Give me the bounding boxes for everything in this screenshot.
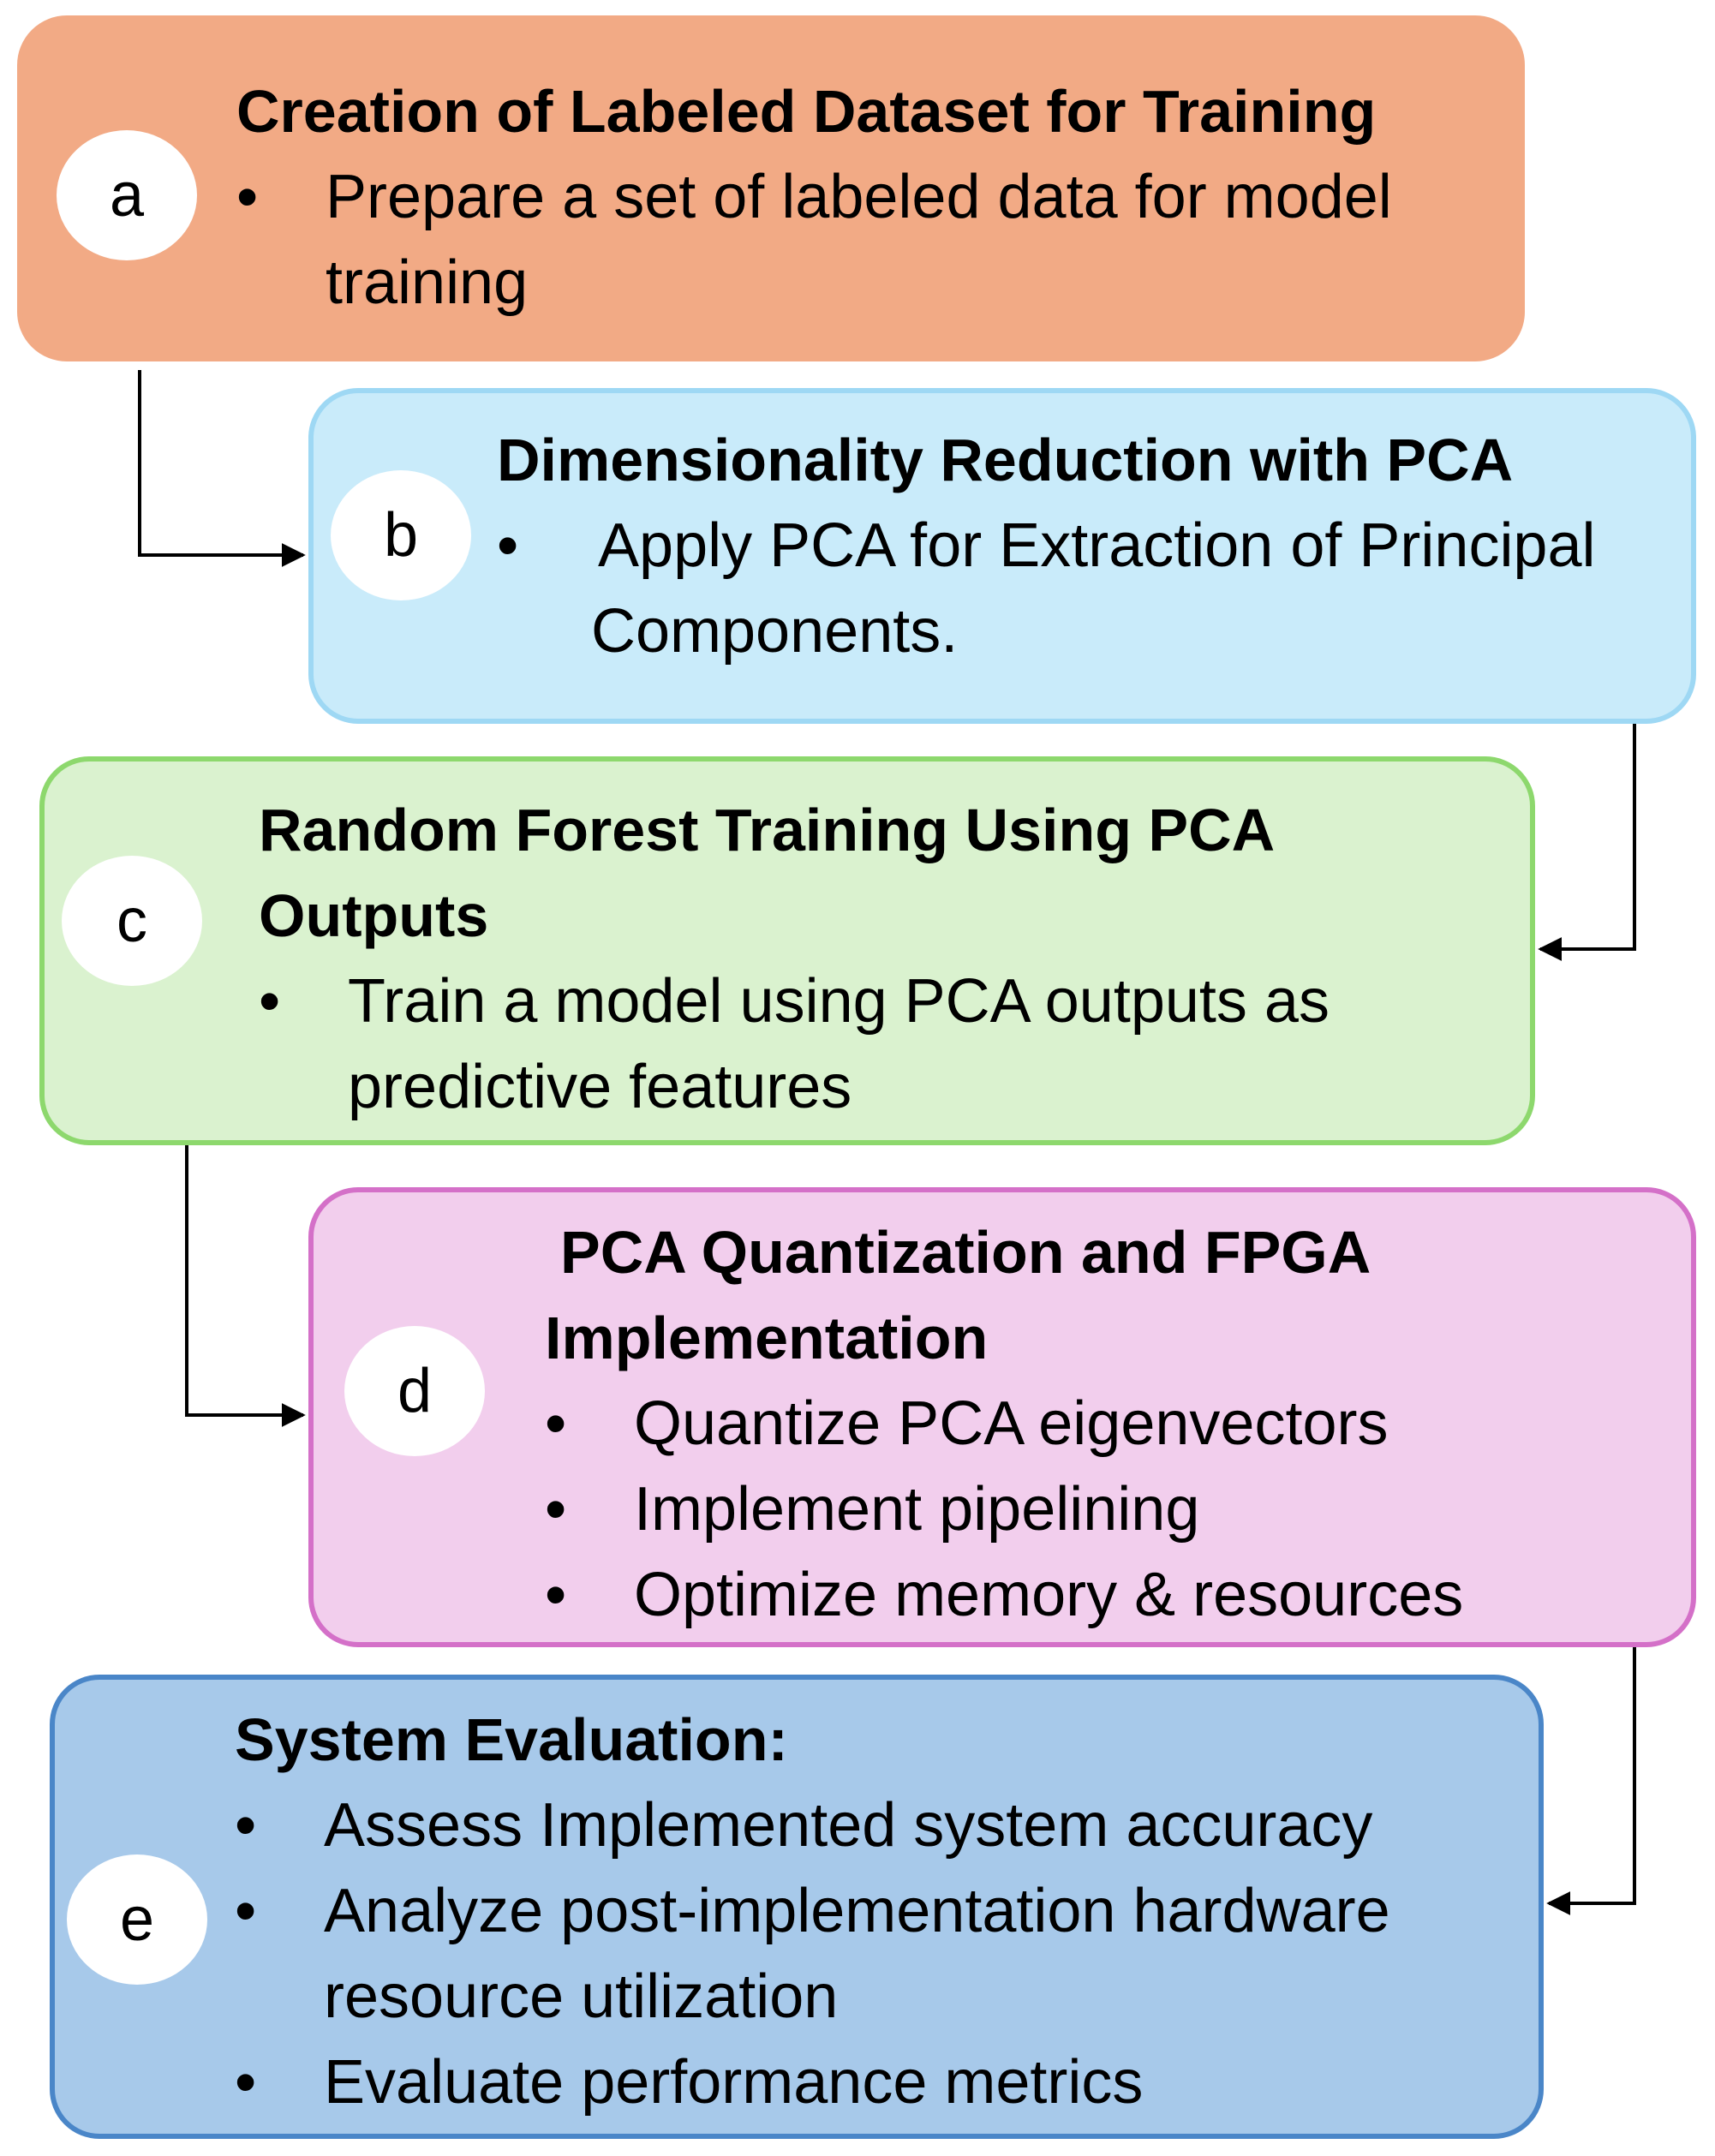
step-a-box: a Creation of Labeled Dataset for Traini… bbox=[17, 15, 1525, 361]
step-a-bullets: Prepare a set of labeled data for model … bbox=[236, 154, 1503, 325]
step-c-content: Random Forest Training Using PCA Outputs… bbox=[259, 787, 1513, 1130]
step-d-bullet-2: Implement pipelining bbox=[545, 1466, 1674, 1552]
step-b-content: Dimensionality Reduction with PCA Apply … bbox=[497, 417, 1674, 674]
step-a-bullet-1: Prepare a set of labeled data for model … bbox=[236, 154, 1503, 325]
step-a-content: Creation of Labeled Dataset for Training… bbox=[236, 69, 1503, 325]
step-b-badge: b bbox=[331, 470, 471, 600]
step-d-badge: d bbox=[344, 1326, 485, 1456]
bullet-text: Assess Implemented system accuracy bbox=[324, 1791, 1373, 1860]
step-e-bullets: Assess Implemented system accuracy Analy… bbox=[235, 1783, 1521, 2125]
connector-d-to-e bbox=[1546, 1647, 1636, 1915]
step-d-bullets: Quantize PCA eigenvectors Implement pipe… bbox=[545, 1381, 1674, 1638]
step-d-box: d PCA Quantization and FPGA Implementati… bbox=[308, 1187, 1696, 1647]
bullet-text: Prepare a set of labeled data for model … bbox=[326, 163, 1392, 317]
step-c-title: Random Forest Training Using PCA Outputs bbox=[259, 797, 1273, 949]
step-c-badge: c bbox=[62, 856, 202, 986]
step-e-title: System Evaluation: bbox=[235, 1706, 788, 1773]
step-b-box: b Dimensionality Reduction with PCA Appl… bbox=[308, 388, 1696, 724]
step-d-bullet-3: Optimize memory & resources bbox=[545, 1552, 1674, 1638]
connector-a-to-b bbox=[138, 370, 306, 567]
step-c-bullets: Train a model using PCA outputs as predi… bbox=[259, 959, 1513, 1130]
step-e-badge: e bbox=[67, 1854, 207, 1985]
step-c-bullet-1: Train a model using PCA outputs as predi… bbox=[259, 959, 1513, 1130]
bullet-text: Quantize PCA eigenvectors bbox=[634, 1389, 1389, 1458]
step-e-bullet-1: Assess Implemented system accuracy bbox=[235, 1783, 1521, 1868]
step-a-badge: a bbox=[57, 130, 197, 260]
bullet-text: Evaluate performance metrics bbox=[324, 2048, 1144, 2117]
connector-c-to-d bbox=[185, 1145, 306, 1427]
step-d-bullet-1: Quantize PCA eigenvectors bbox=[545, 1381, 1674, 1466]
bullet-text: Implement pipelining bbox=[634, 1475, 1200, 1544]
bullet-text: Optimize memory & resources bbox=[634, 1561, 1464, 1629]
bullet-text: Apply PCA for Extraction of Principal Co… bbox=[591, 511, 1596, 666]
step-e-content: System Evaluation: Assess Implemented sy… bbox=[235, 1697, 1521, 2125]
step-b-title: Dimensionality Reduction with PCA bbox=[497, 427, 1514, 493]
step-e-bullet-3: Evaluate performance metrics bbox=[235, 2040, 1521, 2125]
step-c-box: c Random Forest Training Using PCA Outpu… bbox=[39, 756, 1535, 1145]
bullet-text: Train a model using PCA outputs as predi… bbox=[348, 967, 1330, 1121]
step-d-content: PCA Quantization and FPGA Implementation… bbox=[545, 1209, 1674, 1638]
step-a-title: Creation of Labeled Dataset for Training bbox=[236, 78, 1377, 145]
step-b-bullet-1: Apply PCA for Extraction of Principal Co… bbox=[497, 503, 1674, 674]
connector-b-to-c bbox=[1538, 724, 1636, 961]
step-b-bullets: Apply PCA for Extraction of Principal Co… bbox=[497, 503, 1674, 674]
bullet-text: Analyze post-implementation hardware res… bbox=[324, 1877, 1390, 2031]
step-e-bullet-2: Analyze post-implementation hardware res… bbox=[235, 1868, 1521, 2040]
step-d-title: PCA Quantization and FPGA Implementation bbox=[545, 1219, 1369, 1371]
step-e-box: e System Evaluation: Assess Implemented … bbox=[50, 1675, 1544, 2139]
